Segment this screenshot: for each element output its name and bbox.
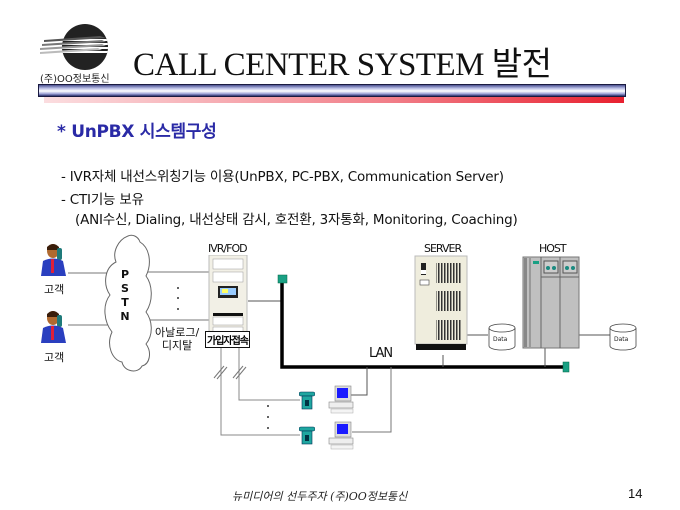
lan-label: LAN [369, 346, 393, 361]
lan-terminator-top [277, 274, 288, 284]
lan-bus [280, 283, 566, 369]
customer-1 [38, 243, 68, 277]
bullet-cti-details: (ANI수신, Dialing, 내선상태 감시, 호전환, 3자통화, Mon… [75, 212, 518, 228]
bullet-cti-feature: - CTI기능 보유 [61, 192, 144, 208]
host-database [609, 323, 637, 351]
telephone-icon [298, 426, 316, 445]
host-data-label: Data [614, 336, 629, 343]
customer-2 [38, 310, 68, 344]
computer-icon [328, 421, 354, 450]
subscriber-access-label: 가입자접속 [205, 331, 250, 348]
company-logo [40, 22, 130, 72]
ellipsis-dots-agents [267, 405, 269, 429]
ivr-label: IVR/FOD [208, 242, 248, 255]
globe-logo-icon [40, 24, 108, 70]
server-icon [414, 255, 468, 350]
cloud-icon [104, 234, 152, 372]
footer-slogan: 뉴미디어의 선두주자 (주)OO정보통신 [232, 490, 408, 503]
agent-phone-1 [298, 390, 316, 410]
pstn-label: P S T N [120, 268, 130, 324]
subscriber-line-1 [238, 340, 300, 401]
host-mainframe [522, 256, 580, 350]
host-icon [522, 256, 580, 349]
pstn-letter: P [120, 268, 130, 281]
server-data-label: Data [493, 336, 508, 343]
pstn-letter: S [121, 282, 129, 295]
customer-on-phone-icon [41, 311, 66, 343]
company-name: (주)OO정보통신 [40, 74, 110, 85]
page-title: CALL CENTER SYSTEM 발전 [133, 47, 552, 83]
line-break-marks [213, 365, 247, 380]
analog-label: 아날로그/ [155, 326, 200, 339]
pc1-lan-link [349, 367, 368, 396]
server-label: SERVER [424, 242, 462, 255]
page-number: 14 [628, 486, 643, 501]
lan-terminator-right [562, 361, 570, 373]
ivr-rack-icon [208, 254, 248, 344]
customer-2-label: 고객 [44, 351, 65, 364]
agent-pc-1 [328, 385, 356, 415]
title-divider-bar [38, 84, 626, 97]
agent-pc-2 [328, 421, 356, 451]
pstn-letter: N [120, 310, 130, 323]
telephone-icon [298, 391, 316, 410]
customer-on-phone-icon [41, 244, 66, 276]
bullet-ivr-switching: - IVR자체 내선스위칭기능 이용(UnPBX, PC-PBX, Commun… [61, 169, 504, 185]
analog-digital-label: 아날로그/ 디지탈 [155, 326, 199, 352]
section-title: * UnPBX 시스템구성 [57, 122, 217, 142]
database-icon [488, 323, 516, 351]
pc2-lan-link [352, 367, 392, 433]
ivr-rack [208, 254, 248, 345]
host-label: HOST [539, 242, 567, 255]
agent-phone-2 [298, 425, 316, 445]
customer-1-label: 고객 [44, 283, 65, 296]
server-tower [414, 255, 468, 355]
title-accent-bar [44, 97, 624, 103]
database-icon [609, 323, 637, 351]
ellipsis-dots-trunk [177, 287, 179, 310]
server-database [488, 323, 516, 351]
subscriber-line-2 [220, 340, 300, 436]
pstn-letter: T [121, 296, 129, 309]
digital-label: 디지탈 [161, 339, 193, 352]
computer-icon [328, 385, 354, 414]
